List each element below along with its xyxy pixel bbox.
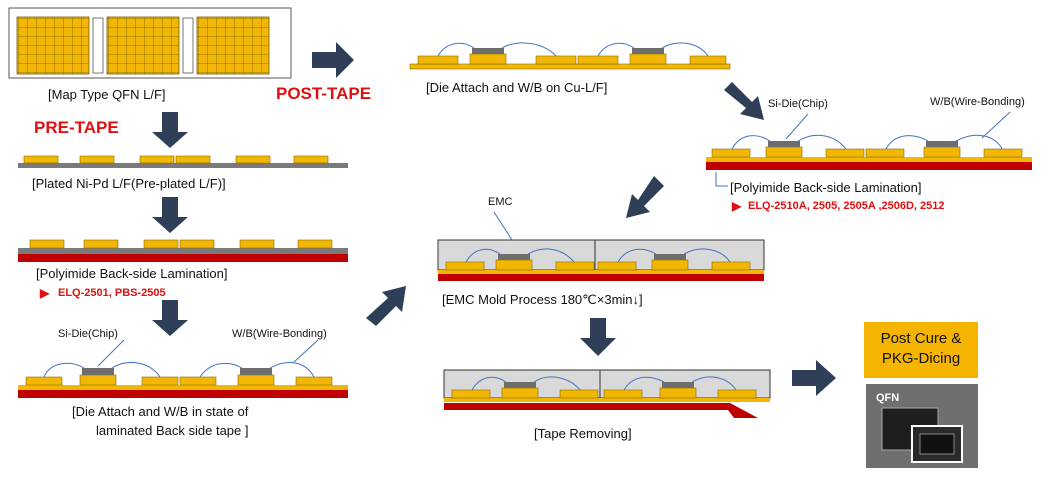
die-attach-left-line2: laminated Back side tape ] [96,423,249,438]
pre-tape-label: PRE-TAPE [34,118,119,137]
arrow-down-1 [152,112,188,148]
polyimide-lamination-left [18,239,348,262]
tape-removing-label: [Tape Removing] [534,426,632,441]
post-cure-line1: Post Cure & [880,330,962,347]
die-attach-cu-label: [Die Attach and W/B on Cu-L/F] [426,80,608,95]
emc-label: EMC [488,196,513,208]
polyimide-left-label: [Polyimide Back-side Lamination] [36,266,228,281]
die-attach-laminated-left [18,339,348,398]
emc-mold-package [437,211,765,281]
map-type-label: [Map Type QFN L/F] [48,87,166,102]
arrow-right-post-cure [792,360,836,396]
arrow-right-post-tape [312,42,354,78]
triangle-marker-left: ▶ [40,286,50,300]
qfn-chip-image [881,407,963,463]
wire-bonding-label-left: W/B(Wire-Bonding) [232,328,327,340]
arrow-diag-down-right [724,82,764,120]
arrow-down-3 [152,300,188,336]
die-attach-left-line1: [Die Attach and W/B in state of [72,404,249,419]
wire-bonding-label-right: W/B(Wire-Bonding) [930,96,1025,108]
product-list-right: ELQ-2510A, 2505, 2505A ,2506D, 2512 [748,200,945,212]
product-list-left: ELQ-2501, PBS-2505 [58,287,166,299]
arrow-diag-up-right [366,286,406,326]
map-type-leadframe [8,7,292,79]
arrow-diag-down-left [626,176,664,218]
plated-leadframe [18,155,348,168]
arrow-down-2 [152,197,188,233]
flow-arrows [152,42,836,396]
tape-removing-package [443,369,771,418]
polyimide-right-label: [Polyimide Back-side Lamination] [730,180,922,195]
qfn-text: QFN [876,392,900,404]
emc-mold-label: [EMC Mold Process 180℃×3min↓] [442,292,643,307]
post-tape-label: POST-TAPE [276,84,372,103]
post-cure-line2: PKG-Dicing [881,350,961,367]
polyimide-lamination-right [706,111,1032,187]
triangle-marker-right: ▶ [732,199,742,213]
plated-leadframe-label: [Plated Ni-Pd L/F(Pre-plated L/F)] [32,176,226,191]
die-attach-cu-leadframe [409,42,731,70]
si-die-label-right: Si-Die(Chip) [768,98,828,110]
post-cure-box: Post Cure & PKG-Dicing [864,322,978,378]
si-die-label-left: Si-Die(Chip) [58,328,118,340]
arrow-down-middle [580,318,616,356]
